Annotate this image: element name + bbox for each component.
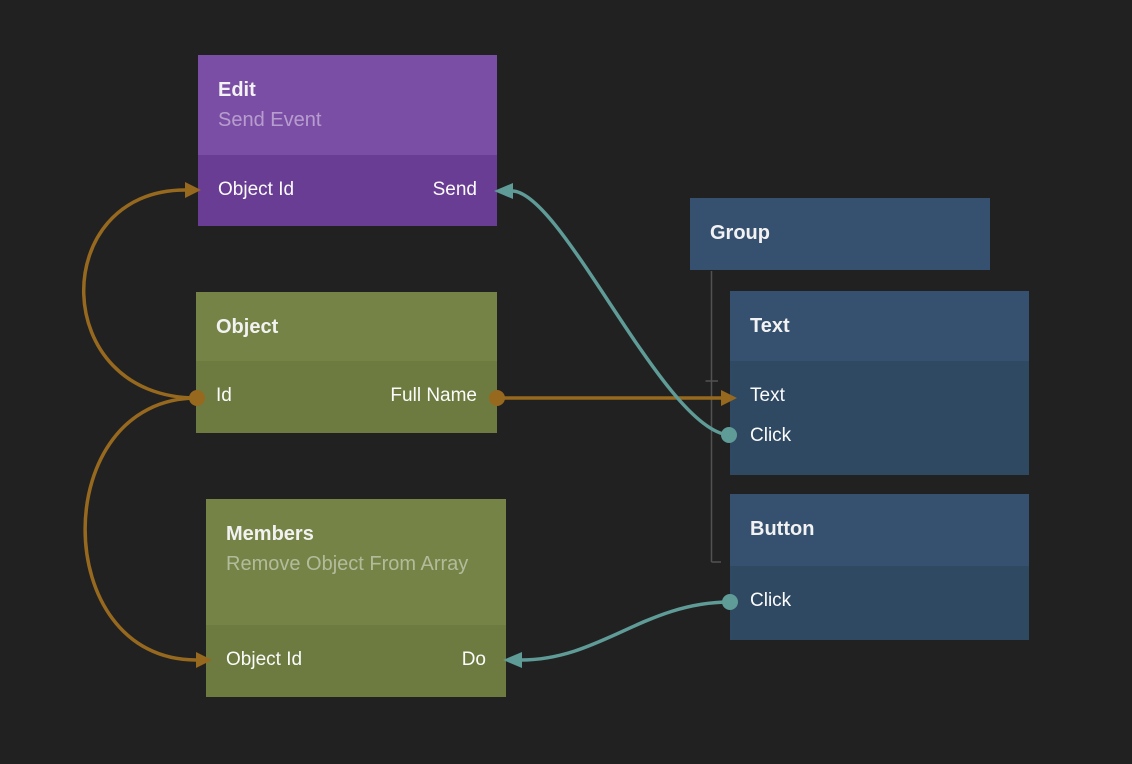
node-header[interactable]: Text [730, 291, 1029, 361]
node-title: Button [750, 518, 815, 540]
node-header[interactable]: Object [196, 292, 497, 361]
node-button[interactable]: Button Click [730, 494, 1029, 640]
node-ports: Object Id Send [198, 155, 497, 226]
port-input-object-id[interactable]: Object Id [226, 649, 303, 670]
node-group[interactable]: Group [690, 198, 990, 270]
port-input-text[interactable]: Text [750, 385, 785, 406]
node-title: Text [750, 315, 790, 337]
port-output-full-name[interactable]: Full Name [390, 385, 477, 406]
node-header[interactable]: Edit Send Event [198, 55, 497, 155]
edge-object-id-to-members-object-id[interactable] [83, 396, 198, 662]
node-title: Object [216, 316, 279, 338]
node-subtitle: Send Event [218, 109, 322, 131]
node-title: Group [710, 222, 770, 244]
port-input-id[interactable]: Id [216, 385, 232, 406]
node-header[interactable]: Button [730, 494, 1029, 566]
node-object[interactable]: Object Id Full Name [196, 292, 497, 433]
port-output-send[interactable]: Send [432, 179, 477, 200]
node-title: Edit [218, 79, 256, 101]
node-title: Members [226, 523, 314, 545]
node-header[interactable]: Members Remove Object From Array [206, 499, 506, 625]
node-text[interactable]: Text Text Click [730, 291, 1029, 475]
port-output-click[interactable]: Click [750, 590, 792, 611]
port-output-do[interactable]: Do [461, 649, 486, 670]
node-ports: Id Full Name [196, 361, 497, 433]
edge-button-click-to-members-do[interactable] [520, 600, 731, 662]
edge-object-id-to-edit-object-id[interactable] [82, 188, 198, 400]
node-members-remove-object[interactable]: Members Remove Object From Array Object … [206, 499, 506, 697]
hierarchy-lines [705, 271, 721, 563]
port-input-object-id[interactable]: Object Id [218, 179, 295, 200]
node-edit-send-event[interactable]: Edit Send Event Object Id Send [198, 55, 497, 226]
port-output-click[interactable]: Click [750, 425, 792, 446]
node-ports: Click [730, 566, 1029, 640]
node-ports: Object Id Do [206, 625, 506, 697]
node-subtitle: Remove Object From Array [226, 553, 469, 575]
node-header[interactable]: Group [690, 198, 990, 270]
node-ports: Text Click [730, 361, 1029, 475]
